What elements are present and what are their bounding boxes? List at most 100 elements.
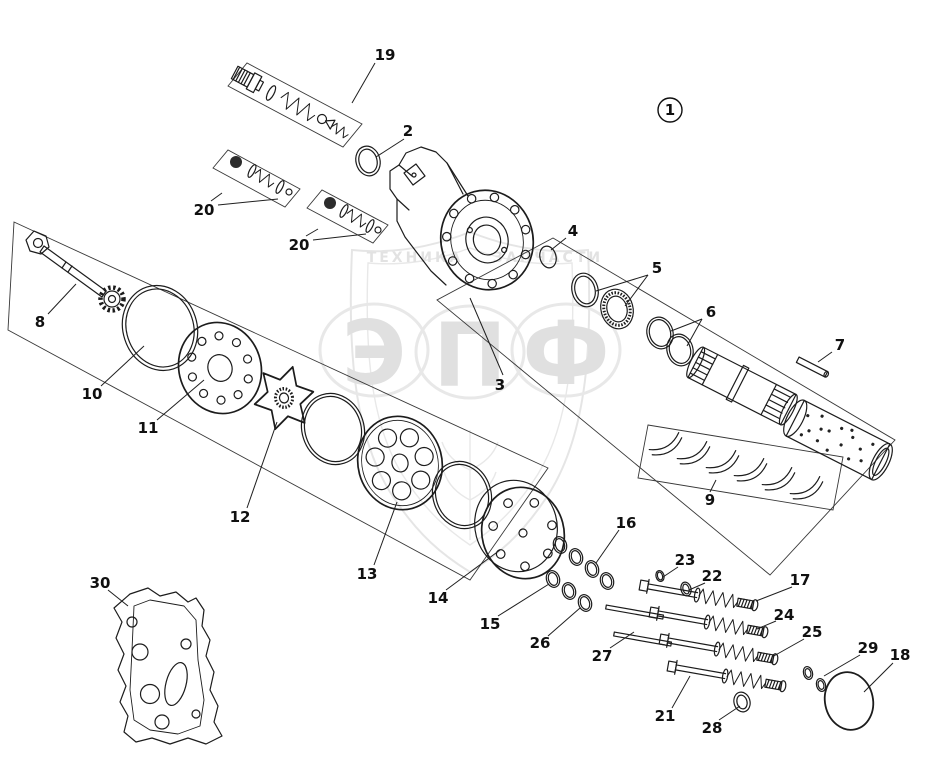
watermark-shield-inner — [366, 247, 574, 546]
watermark-letter-oval — [318, 302, 430, 398]
leader-lines — [47, 62, 894, 721]
leader-line-12 — [246, 421, 278, 509]
sleeve-perforations — [799, 414, 875, 463]
leader-line-24 — [756, 620, 777, 630]
leader-line-13 — [373, 501, 398, 566]
part-stator-13 — [356, 415, 444, 511]
part-label-4: 4 — [568, 222, 578, 240]
part-bolt-17 — [638, 577, 760, 614]
group-box-springs — [637, 424, 844, 511]
part-label-22: 22 — [702, 567, 723, 585]
watermark-letter-oval — [414, 304, 526, 400]
part-label-14: 14 — [428, 589, 449, 607]
ball-20a — [230, 156, 242, 168]
part-orings-small — [543, 534, 617, 614]
part-label-23: 23 — [675, 551, 696, 569]
part-housing-3 — [389, 146, 535, 291]
spring-19 — [280, 91, 316, 122]
part-ring-2 — [355, 145, 381, 177]
washer-19 — [265, 85, 277, 101]
part-label-1: 1 — [665, 101, 675, 119]
watermark-letter-f: Ф — [522, 302, 609, 405]
assembly-group-boxes — [7, 62, 896, 581]
part-oring-10 — [121, 284, 199, 372]
part-label-24: 24 — [774, 606, 795, 624]
part-label-16: 16 — [616, 514, 637, 532]
part-valve-assembly-20a — [230, 156, 293, 196]
part-spline-coupling — [686, 346, 798, 426]
part-label-19: 19 — [375, 46, 396, 64]
leader-line-28 — [718, 705, 741, 721]
part-endcap-14 — [474, 479, 566, 580]
part-seal-28 — [733, 691, 751, 713]
leader-line-18 — [863, 662, 894, 693]
watermark-letter-e: Э — [342, 302, 407, 405]
bracket-slot — [164, 661, 188, 707]
watermark-letter-oval — [510, 302, 622, 398]
leader-line-20 — [217, 198, 279, 206]
part-label-11: 11 — [138, 419, 159, 437]
part-perforated-sleeve — [783, 399, 893, 481]
leader-line-15 — [497, 583, 550, 617]
leader-line-3 — [469, 297, 504, 376]
part-cover-18 — [823, 671, 875, 731]
sprocket — [98, 285, 126, 313]
leader-line-11 — [156, 379, 205, 421]
part-rings-6 — [646, 316, 694, 367]
watermark-tagline-left: ТЕХНИКА — [367, 250, 464, 266]
part-label-26: 26 — [530, 634, 551, 652]
part-label-30: 30 — [90, 574, 111, 592]
poppet-19 — [316, 113, 336, 130]
part-label-27: 27 — [592, 647, 613, 665]
group-box-relief-plug — [227, 62, 363, 148]
part-label-18: 18 — [890, 646, 911, 664]
part-orings-29 — [802, 666, 827, 692]
leader-line-10 — [100, 345, 145, 387]
leader-line-5 — [624, 274, 649, 307]
part-plug-assembly-19 — [230, 65, 349, 139]
leader-line-22 — [688, 582, 706, 591]
leader-line-19 — [351, 62, 376, 104]
leader-line-6 — [670, 318, 703, 332]
part-label-29: 29 — [858, 639, 879, 657]
leader-line-6 — [686, 318, 703, 347]
part-label-25: 25 — [802, 623, 823, 641]
leader-line-2 — [375, 138, 405, 158]
group-box-right-assembly — [436, 237, 896, 576]
part-washer-23 — [655, 569, 665, 583]
leader-line-26 — [547, 607, 581, 637]
housing-body-outline — [389, 146, 464, 286]
part-pins-27 — [605, 604, 673, 647]
part-label-8: 8 — [35, 313, 45, 331]
leader-line-9 — [709, 479, 717, 493]
spring-19b — [331, 122, 349, 139]
part-ring-4 — [539, 245, 557, 269]
part-bracket-30 — [113, 587, 223, 745]
leader-line-20 — [312, 233, 367, 241]
group-box-main-chain — [7, 221, 549, 581]
part-rotor-12 — [253, 365, 315, 431]
part-valve-assembly-20b — [324, 197, 382, 234]
leader-line-16 — [595, 529, 620, 564]
leader-line-7 — [817, 351, 833, 363]
part-label-20: 20 — [289, 236, 310, 254]
leader-line-5 — [595, 274, 649, 292]
leader-line-30 — [107, 589, 129, 607]
group-box-check-valve-1 — [212, 149, 301, 208]
leader-line-29 — [823, 654, 861, 677]
leader-line-20 — [210, 192, 223, 202]
leader-line-23 — [662, 566, 679, 578]
part-label-28: 28 — [702, 719, 723, 737]
leader-line-8 — [47, 283, 77, 315]
leader-line-4 — [550, 237, 567, 251]
part-label-9: 9 — [705, 491, 715, 509]
leader-line-14 — [445, 549, 501, 591]
part-bolt-21 — [666, 658, 788, 695]
housing-port — [403, 163, 426, 186]
part-label-10: 10 — [82, 385, 103, 403]
leader-line-27 — [609, 631, 635, 649]
part-bolt-24 — [648, 604, 770, 641]
housing-flange-face — [439, 189, 535, 291]
ball-20b — [324, 197, 336, 209]
leader-line-25 — [771, 638, 805, 658]
